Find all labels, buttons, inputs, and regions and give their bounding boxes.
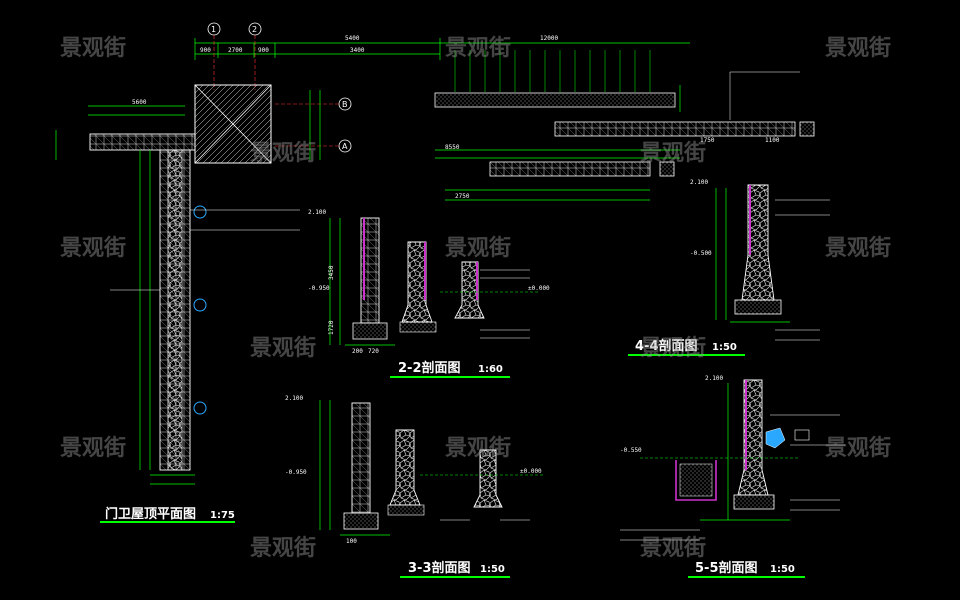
watermark: 景观街 bbox=[445, 435, 511, 461]
section-2-2: 2.100 3450 -0.950 1720 200 720 ±0.000 2-… bbox=[308, 209, 550, 378]
watermark: 景观街 bbox=[60, 35, 126, 61]
watermark: 景观街 bbox=[825, 35, 891, 61]
section-4-4: 2.100 -0.500 4-4剖面图 1:50 bbox=[628, 179, 830, 356]
elev-0000-b: ±0.000 bbox=[520, 468, 542, 475]
h-3450: 3450 bbox=[328, 265, 335, 280]
watermark: 景观街 bbox=[250, 140, 316, 166]
dim-top-2700: 2700 bbox=[228, 47, 243, 54]
roof-plan-title: 门卫屋顶平面图 bbox=[105, 506, 196, 522]
elev-0000-a: ±0.000 bbox=[528, 285, 550, 292]
section-33-scale: 1:50 bbox=[480, 564, 505, 575]
section-44-scale: 1:50 bbox=[712, 342, 737, 353]
elev-0950-b: -0.950 bbox=[285, 469, 307, 476]
b-200: 200 bbox=[352, 348, 363, 355]
section-5-5: 2.100 -0.550 5-5剖面图 1:50 bbox=[620, 375, 845, 578]
watermark: 景观街 bbox=[640, 535, 706, 561]
axis-bubble-a: A bbox=[342, 142, 348, 151]
watermark: 景观街 bbox=[640, 140, 706, 166]
watermark: 景观街 bbox=[640, 335, 706, 361]
section-55-scale: 1:50 bbox=[770, 564, 795, 575]
elev-0500-c: -0.500 bbox=[690, 250, 712, 257]
b-720: 720 bbox=[368, 348, 379, 355]
axis-bubble-1: 1 bbox=[211, 25, 216, 34]
section-22-title: 2-2剖面图 bbox=[398, 360, 461, 376]
dim-top-900a: 900 bbox=[200, 47, 211, 54]
dim-right-2750: 2750 bbox=[455, 193, 470, 200]
watermark: 景观街 bbox=[60, 435, 126, 461]
section-3-3: 2.100 -0.950 100 ±0.000 3-3剖面图 1:50 bbox=[285, 395, 545, 578]
dim-right-1100: 1100 bbox=[765, 137, 780, 144]
wall-elevation-strips: 8550 1750 1100 2750 bbox=[434, 50, 815, 201]
watermark: 景观街 bbox=[825, 435, 891, 461]
elev-0550-d: -0.550 bbox=[620, 447, 642, 454]
dim-right-1750: 1750 bbox=[700, 137, 715, 144]
watermark: 景观街 bbox=[250, 335, 316, 361]
dim-top-3400: 3400 bbox=[350, 47, 365, 54]
elev-2100-b: 2.100 bbox=[285, 395, 303, 402]
watermark: 景观街 bbox=[445, 235, 511, 261]
elev-2100-a: 2.100 bbox=[308, 209, 326, 216]
section-22-scale: 1:60 bbox=[478, 364, 503, 375]
b-100: 100 bbox=[346, 538, 357, 545]
section-44-title: 4-4剖面图 bbox=[635, 338, 698, 354]
elev-0950-a: -0.950 bbox=[308, 285, 330, 292]
elev-2100-c: 2.100 bbox=[690, 179, 708, 186]
roof-plan: 900 2700 900 3400 5400 12000 1 2 B A 560… bbox=[55, 22, 690, 523]
watermark: 景观街 bbox=[60, 235, 126, 261]
h-1720: 1720 bbox=[328, 320, 335, 335]
axis-bubble-2: 2 bbox=[252, 25, 257, 34]
axis-bubble-b: B bbox=[342, 100, 348, 109]
dim-top-5400: 5400 bbox=[345, 35, 360, 42]
section-33-title: 3-3剖面图 bbox=[408, 560, 471, 576]
roof-plan-scale: 1:75 bbox=[210, 510, 235, 521]
watermark: 景观街 bbox=[445, 35, 511, 61]
dim-right-8550: 8550 bbox=[445, 144, 460, 151]
dim-top-12000: 12000 bbox=[540, 35, 558, 42]
dim-top-900b: 900 bbox=[258, 47, 269, 54]
dim-left-5600: 5600 bbox=[132, 99, 147, 106]
watermarks: 景观街 景观街 景观街 景观街 景观街 景观街 景观街 景观街 景观街 景观街 … bbox=[60, 35, 891, 561]
section-55-title: 5-5剖面图 bbox=[695, 560, 758, 576]
elev-2100-d: 2.100 bbox=[705, 375, 723, 382]
watermark: 景观街 bbox=[250, 535, 316, 561]
watermark: 景观街 bbox=[825, 235, 891, 261]
